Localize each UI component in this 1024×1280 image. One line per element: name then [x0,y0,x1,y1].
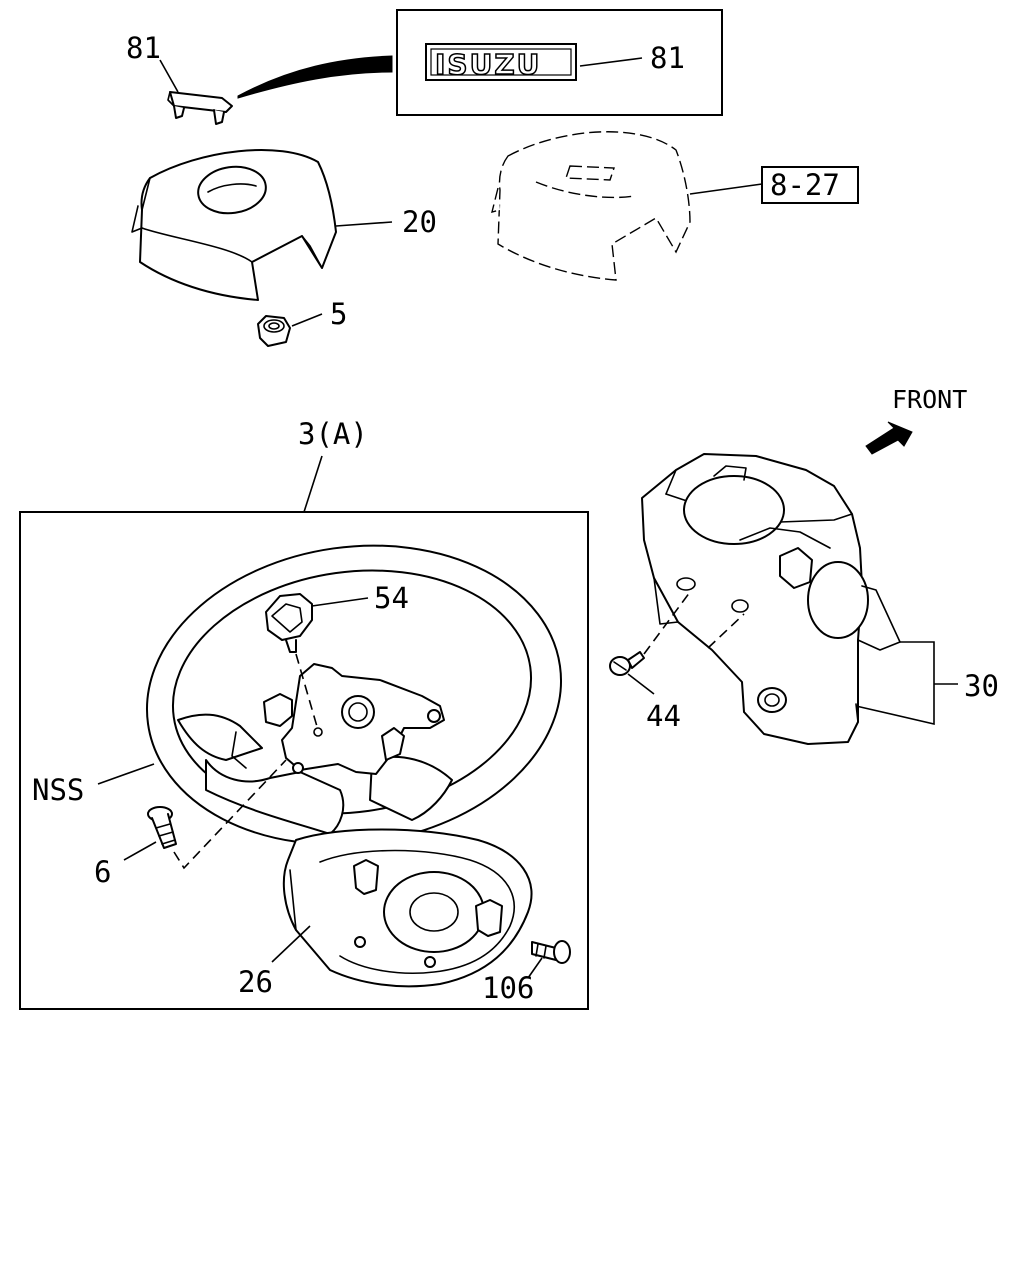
label-cover-20: 20 [402,205,437,239]
label-cap-54: 54 [374,581,409,615]
leader-ref-8-27 [689,183,763,195]
dash-screw-44b [707,613,745,649]
leader-clip-81 [159,59,179,93]
bolt-106 [531,940,571,964]
dash-screw-44 [643,591,691,655]
label-bolt-6: 6 [94,855,111,889]
leader-nss [97,763,155,785]
ref-box-8-27 [761,166,859,204]
phantom-cover-8-27 [491,131,691,281]
label-ref-8-27: 8-27 [770,168,840,202]
leader-emblem-81 [579,57,643,67]
lower-cover-26 [282,828,533,988]
leader-cap-54 [311,597,369,607]
nut-5 [257,315,291,347]
leader-cover-20 [335,221,393,227]
label-column-30: 30 [964,669,999,703]
dash-bolt-6 [173,759,287,870]
label-nut-5: 5 [330,297,347,331]
leader-cover-26 [271,925,311,963]
dash-cap-54 [295,653,319,731]
label-nss: NSS [32,773,84,807]
label-front: FRONT [892,385,967,414]
steering-wheel [145,544,563,846]
label-screw-44: 44 [646,699,681,733]
assembly-box [19,511,589,1010]
emblem-text: ISUZU [435,48,541,81]
label-assembly-3a: 3(A) [298,417,368,451]
column-cover-30 [641,453,901,745]
detail-arrow [237,55,393,99]
leader-assembly-3a [303,455,323,513]
leader-bolt-6 [123,841,157,861]
horn-cap-54 [265,593,313,653]
leader-screw-44 [627,673,655,695]
leader-column-30 [855,641,958,726]
label-emblem-81: 81 [650,41,685,75]
leader-bolt-106 [527,957,543,979]
bolt-6 [147,806,177,849]
label-bolt-106: 106 [482,971,534,1005]
isuzu-emblem: ISUZU [425,43,577,82]
emblem-detail-box [396,9,723,116]
horn-pad-cover-20 [131,149,337,301]
leader-nut-5 [291,313,323,327]
label-cover-26: 26 [238,965,273,999]
screw-44 [609,651,645,676]
label-clip-81: 81 [126,31,161,65]
emblem-clip-81 [167,91,233,125]
front-arrow [865,421,913,455]
